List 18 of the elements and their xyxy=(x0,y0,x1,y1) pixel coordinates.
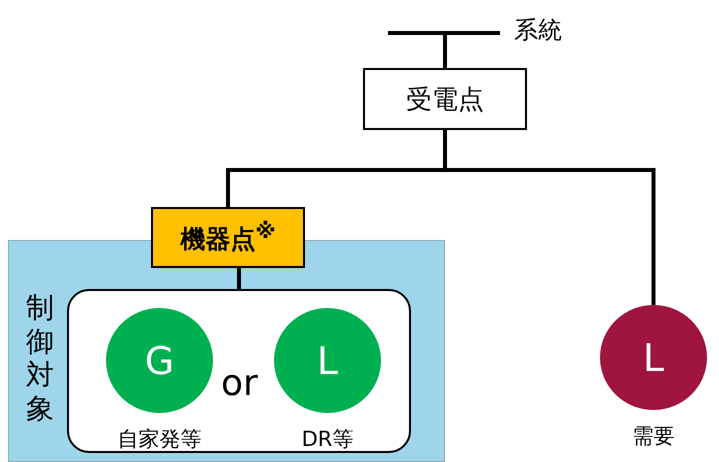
connector-line xyxy=(237,268,241,289)
connector-line xyxy=(443,35,447,68)
vertical-label: 制御対象 xyxy=(26,291,54,426)
node-label: 需要 xyxy=(632,423,674,450)
rounded-box xyxy=(67,289,411,453)
circle-label: L xyxy=(316,338,338,382)
equipment-point-box xyxy=(151,207,305,268)
node-label: DR等 xyxy=(302,426,354,453)
bus-label: 系統 xyxy=(514,15,562,46)
box-label: 受電点 xyxy=(406,84,484,116)
circle-label: G xyxy=(144,338,174,382)
or-label: or xyxy=(221,363,258,404)
bus-bar xyxy=(388,31,500,35)
circle-label: L xyxy=(642,336,664,380)
process-box xyxy=(363,68,527,130)
connector-line xyxy=(443,130,656,305)
box-label: 機器点$^{※}$ xyxy=(180,219,276,256)
node-label: 自家発等 xyxy=(118,426,202,453)
